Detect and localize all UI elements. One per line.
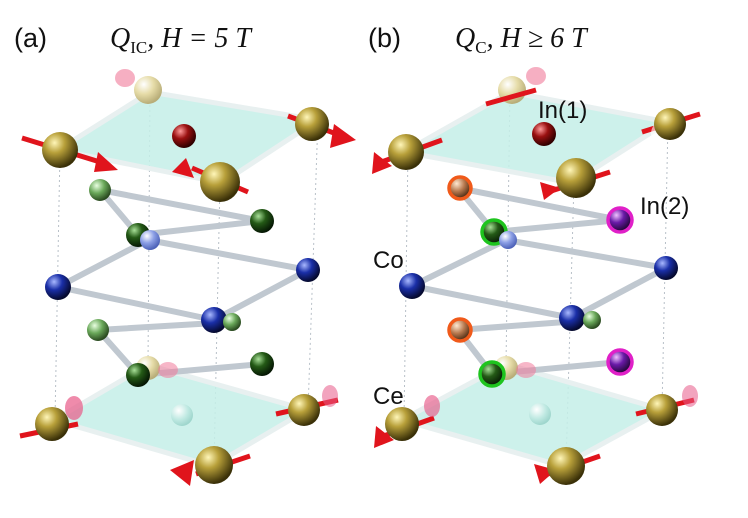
ce-atom bbox=[654, 108, 686, 140]
co-atom bbox=[201, 307, 227, 333]
panel-a-wavevector: QIC, H = 5 T bbox=[110, 23, 253, 57]
ce-atom bbox=[646, 394, 678, 426]
in2-atom bbox=[250, 352, 274, 376]
ce-atom bbox=[288, 394, 320, 426]
co-atom bbox=[499, 231, 517, 249]
ce-atom bbox=[134, 76, 162, 104]
ce-atom bbox=[388, 134, 424, 170]
in2-atom bbox=[223, 313, 241, 331]
ce-atom bbox=[295, 107, 329, 141]
ce-atom bbox=[556, 158, 596, 198]
co-atom bbox=[140, 230, 160, 250]
ce-atom bbox=[385, 407, 419, 441]
in2-atom bbox=[583, 311, 601, 329]
ce-atom bbox=[200, 162, 240, 202]
panel-a-title: (a) QIC, H = 5 T bbox=[14, 23, 253, 57]
in1-atom bbox=[532, 122, 556, 146]
co-atom bbox=[654, 256, 678, 280]
panel-a-structure bbox=[19, 69, 356, 486]
in2-atom bbox=[126, 363, 150, 387]
ce-atom bbox=[195, 446, 233, 484]
ce-atom bbox=[42, 132, 78, 168]
bonds bbox=[409, 185, 669, 377]
panel-a-letter: (a) bbox=[14, 23, 47, 53]
label-co: Co bbox=[373, 247, 404, 274]
ce-atom bbox=[547, 447, 585, 485]
label-ce: Ce bbox=[373, 383, 404, 410]
in2-magenta-atom bbox=[606, 348, 634, 376]
panel-b-letter: (b) bbox=[368, 23, 401, 53]
in2-orange-atom bbox=[447, 175, 473, 201]
in2-orange-atom bbox=[447, 317, 473, 343]
bonds bbox=[55, 187, 311, 378]
co-atom bbox=[559, 305, 585, 331]
in1-atom bbox=[172, 124, 196, 148]
label-in2: In(2) bbox=[640, 193, 689, 220]
co-atom bbox=[296, 258, 320, 282]
in2-magenta-atom bbox=[606, 206, 634, 234]
co-atom bbox=[399, 273, 425, 299]
label-in1: In(1) bbox=[538, 97, 587, 124]
in2-atom bbox=[250, 209, 274, 233]
panel-b-wavevector: QC, H ≥ 6 T bbox=[455, 23, 589, 57]
panel-b-title: (b) QC, H ≥ 6 T bbox=[368, 23, 589, 57]
in2-atom bbox=[87, 319, 109, 341]
in2-green-atom bbox=[478, 360, 506, 388]
co-atom bbox=[45, 274, 71, 300]
panel-b-structure: In(1) In(2) Co Ce bbox=[372, 67, 701, 485]
in2-atom bbox=[89, 179, 111, 201]
ce-atom bbox=[35, 407, 69, 441]
